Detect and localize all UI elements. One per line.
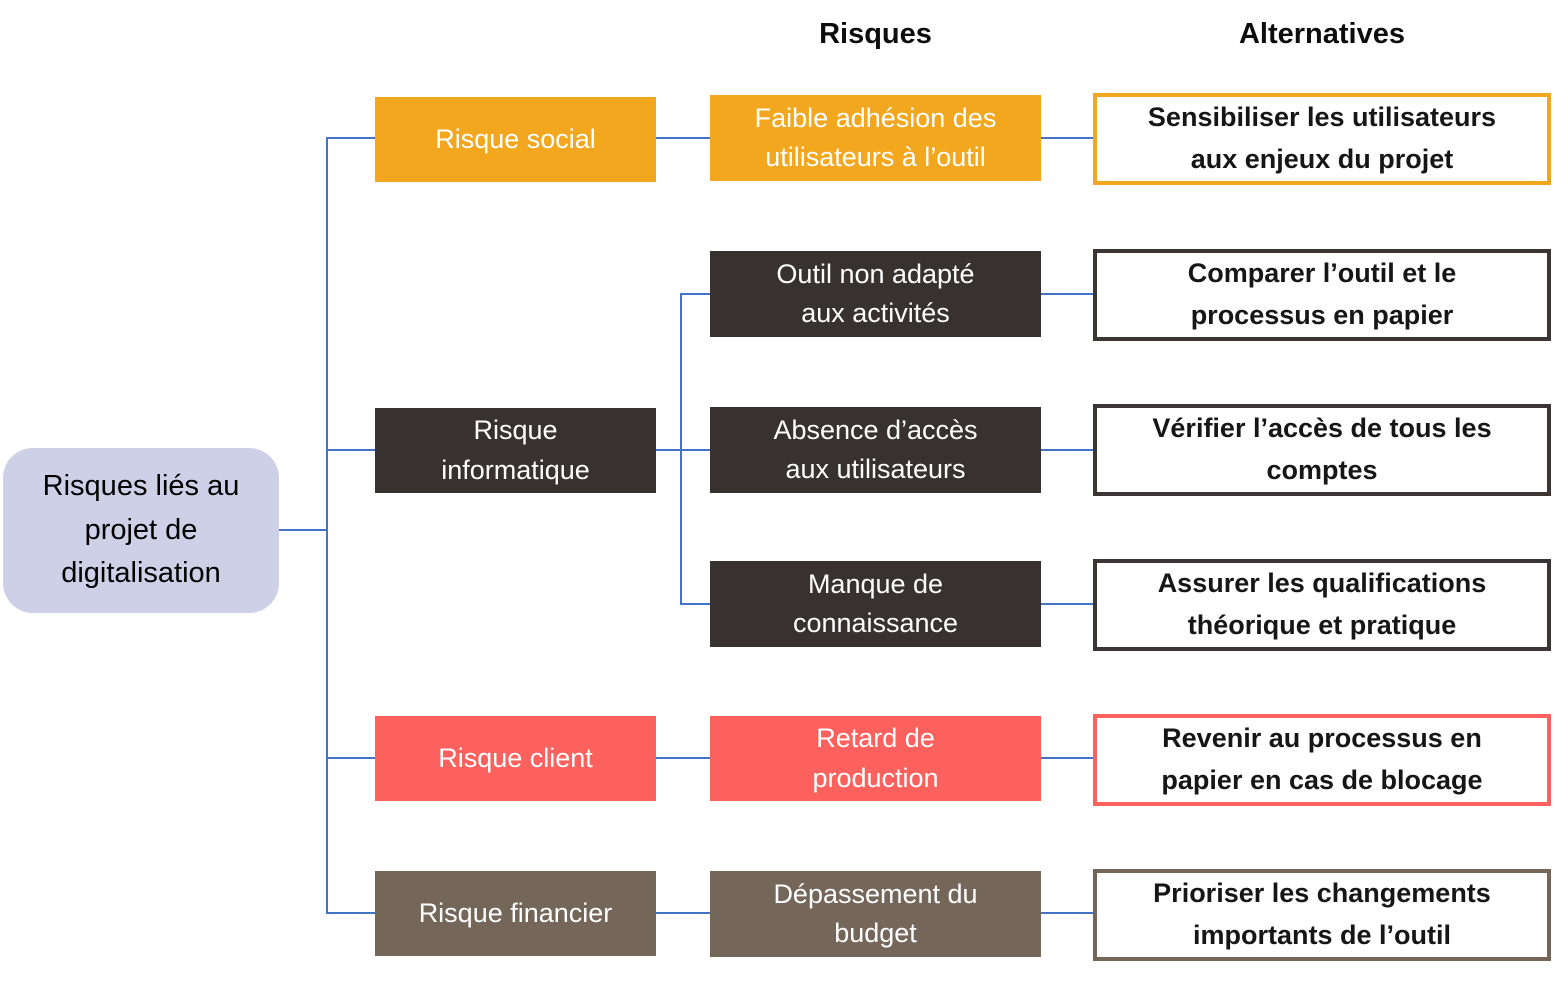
connector-line [656,912,710,914]
connector-trunk [326,137,328,914]
connector-line [680,293,710,295]
category-risque-financier: Risque financier [375,871,656,956]
connector-line [279,529,327,531]
risk-depassement-budget: Dépassement du budget [710,871,1041,957]
risk-absence-acces: Absence d’accès aux utilisateurs [710,407,1041,493]
connector-line [1041,293,1093,295]
connector-line [656,757,710,759]
root-node: Risques liés au projet de digitalisation [3,448,279,613]
connector-line [1041,603,1093,605]
category-risque-social: Risque social [375,97,656,182]
connector-line [1041,757,1093,759]
alternative-revenir: Revenir au processus en papier en cas de… [1093,714,1551,806]
column-header-alternatives: Alternatives [1238,17,1405,50]
alternative-comparer: Comparer l’outil et le processus en papi… [1093,249,1551,341]
connector-trunk [680,293,682,604]
category-risque-informatique: Risque informatique [375,408,656,493]
connector-line [326,912,375,914]
connector-line [1041,137,1093,139]
connector-line [326,757,375,759]
alternative-verifier: Vérifier l’accès de tous les comptes [1093,404,1551,496]
connector-line [326,137,375,139]
risk-faible-adhesion: Faible adhésion des utilisateurs à l’out… [710,95,1041,181]
column-header-risques: Risques [819,17,932,50]
category-risque-client: Risque client [375,716,656,801]
connector-line [326,449,375,451]
risk-retard-production: Retard de production [710,716,1041,801]
connector-line [680,603,710,605]
connector-line [656,449,710,451]
alternative-sensibiliser: Sensibiliser les utilisateurs aux enjeux… [1093,93,1551,185]
alternative-assurer: Assurer les qualifications théorique et … [1093,559,1551,651]
connector-line [1041,449,1093,451]
risk-manque-connaissance: Manque de connaissance [710,561,1041,647]
connector-line [656,137,710,139]
alternative-prioriser: Prioriser les changements importants de … [1093,869,1551,961]
connector-line [1041,912,1093,914]
risk-outil-non-adapte: Outil non adapté aux activités [710,251,1041,337]
